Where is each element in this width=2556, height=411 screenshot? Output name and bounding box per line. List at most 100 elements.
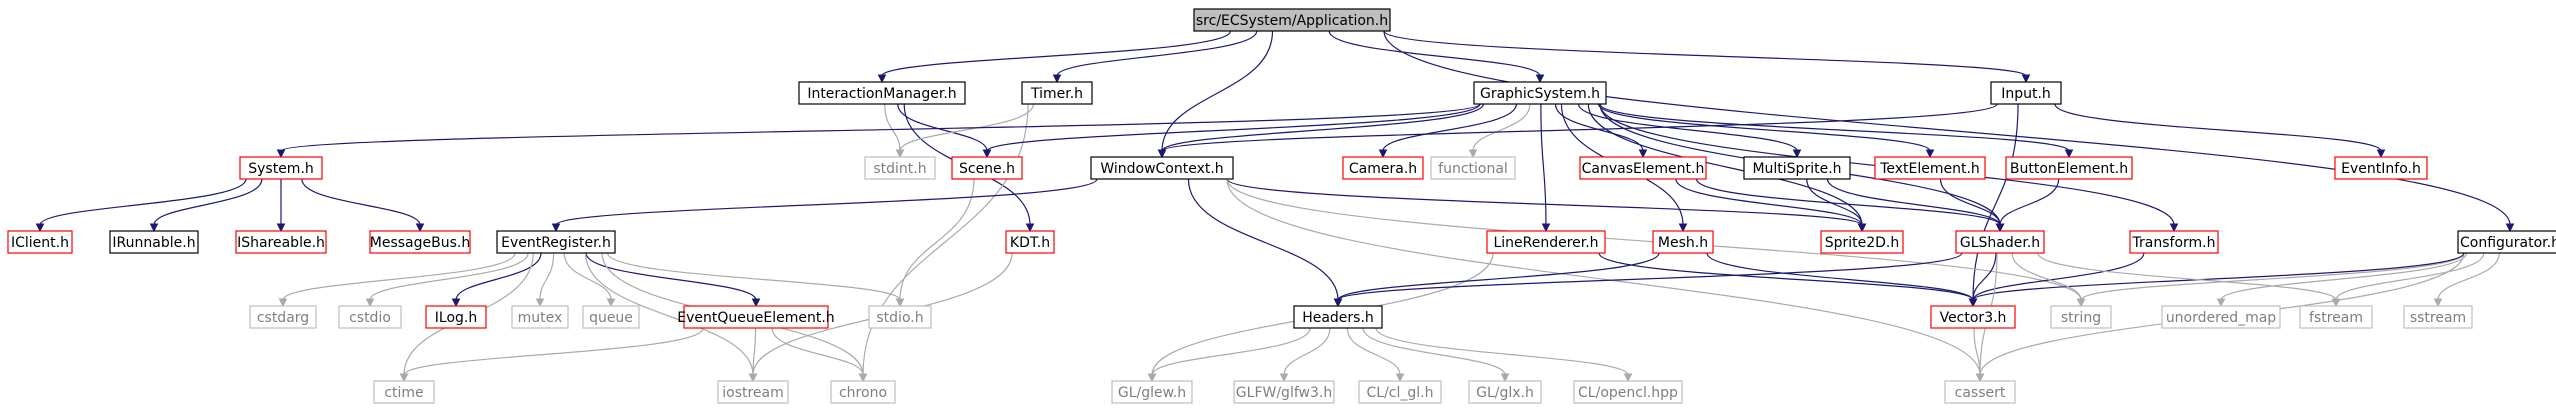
edge-line bbox=[1577, 103, 1798, 152]
node-label-opencl: CL/opencl.hpp bbox=[1578, 385, 1678, 401]
node-iclient[interactable]: IClient.h bbox=[7, 230, 73, 254]
edge-configurator-to-sstream bbox=[2433, 252, 2500, 308]
node-eventregister[interactable]: EventRegister.h bbox=[496, 230, 616, 254]
node-label-queue: queue bbox=[589, 310, 633, 326]
edge-arrowhead bbox=[551, 223, 561, 233]
edge-line bbox=[1226, 178, 1981, 376]
edge-app-to-interaction bbox=[877, 30, 1232, 84]
edge-graphic-to-textelement bbox=[1597, 103, 1935, 159]
edge-line bbox=[2037, 252, 2337, 301]
edge-line bbox=[1972, 252, 1997, 301]
node-box-scene bbox=[951, 156, 1023, 180]
node-textelement[interactable]: TextElement.h bbox=[1874, 156, 1986, 180]
node-eventinfo[interactable]: EventInfo.h bbox=[2334, 156, 2428, 180]
node-label-configurator: Configurator.h bbox=[2460, 235, 2556, 251]
node-label-graphic: GraphicSystem.h bbox=[1480, 86, 1600, 102]
edge-line bbox=[2080, 252, 2465, 301]
node-messagebus[interactable]: MessageBus.h bbox=[369, 230, 471, 254]
node-label-multisprite: MultiSprite.h bbox=[1752, 161, 1841, 177]
node-kdt[interactable]: KDT.h bbox=[1005, 230, 1055, 254]
node-box-camera bbox=[1342, 156, 1424, 180]
node-headers[interactable]: Headers.h bbox=[1293, 305, 1383, 329]
node-label-kdt: KDT.h bbox=[1010, 235, 1050, 251]
node-transform[interactable]: Transform.h bbox=[2129, 230, 2219, 254]
edge-line bbox=[881, 30, 1232, 77]
node-box-iclient bbox=[7, 230, 73, 254]
edge-arrowhead bbox=[1541, 223, 1551, 233]
node-ilog[interactable]: ILog.h bbox=[425, 305, 487, 329]
node-vector3[interactable]: Vector3.h bbox=[1930, 305, 2016, 329]
node-label-fstream: fstream bbox=[2309, 310, 2363, 326]
edge-line bbox=[1675, 178, 1863, 226]
node-configurator[interactable]: Configurator.h bbox=[2457, 230, 2556, 254]
node-box-input bbox=[1990, 81, 2062, 105]
node-buttonelement[interactable]: ButtonElement.h bbox=[2005, 156, 2133, 180]
edge-arrowhead bbox=[1468, 149, 1478, 159]
edge-app-to-timer bbox=[1052, 30, 1258, 84]
node-multisprite[interactable]: MultiSprite.h bbox=[1743, 156, 1851, 180]
edge-arrowhead bbox=[877, 74, 887, 84]
edge-arrowhead bbox=[1395, 373, 1405, 383]
node-system[interactable]: System.h bbox=[239, 156, 323, 180]
node-glshader[interactable]: GLShader.h bbox=[1955, 230, 2045, 254]
node-box-mesh bbox=[1652, 230, 1714, 254]
node-input[interactable]: Input.h bbox=[1990, 81, 2062, 105]
node-string: string bbox=[2050, 305, 2112, 329]
node-label-cassert: cassert bbox=[1955, 385, 2006, 401]
node-box-cstdio bbox=[338, 305, 402, 329]
node-timer[interactable]: Timer.h bbox=[1021, 81, 1093, 105]
edge-arrowhead bbox=[1995, 223, 2005, 233]
node-label-transform: Transform.h bbox=[2132, 235, 2216, 251]
node-window[interactable]: WindowContext.h bbox=[1090, 156, 1234, 180]
node-scene[interactable]: Scene.h bbox=[951, 156, 1023, 180]
node-box-sstream bbox=[2403, 305, 2473, 329]
edge-graphic-to-system bbox=[276, 103, 1481, 159]
node-label-input: Input.h bbox=[2001, 86, 2051, 102]
node-box-cassert bbox=[1944, 380, 2016, 404]
edge-line bbox=[1187, 178, 1339, 301]
node-label-app: src/ECSystem/Application.h bbox=[1196, 13, 1388, 29]
node-box-fstream bbox=[2299, 305, 2373, 329]
edge-system-to-irunnable bbox=[149, 178, 263, 233]
edge-glshader-to-vector3 bbox=[1968, 252, 1997, 308]
node-canvas[interactable]: CanvasElement.h bbox=[1579, 156, 1707, 180]
node-graphic[interactable]: GraphicSystem.h bbox=[1473, 81, 1607, 105]
edge-timer-to-stdint bbox=[895, 103, 1035, 159]
node-app[interactable]: src/ECSystem/Application.h bbox=[1193, 8, 1391, 32]
node-box-eventqueue bbox=[683, 305, 829, 329]
node-label-interaction: InteractionManager.h bbox=[807, 86, 956, 102]
node-label-mesh: Mesh.h bbox=[1658, 235, 1708, 251]
node-box-glx bbox=[1468, 380, 1542, 404]
edge-headers-to-glew bbox=[1147, 327, 1311, 383]
edge-app-to-configurator bbox=[1383, 30, 2515, 233]
edge-buttonelement-to-glshader bbox=[1995, 178, 2060, 233]
node-mesh[interactable]: Mesh.h bbox=[1652, 230, 1714, 254]
edge-line bbox=[1972, 252, 2465, 301]
node-label-linerenderer: LineRenderer.h bbox=[1493, 235, 1598, 251]
edge-input-to-window bbox=[1157, 103, 1998, 159]
edge-line bbox=[455, 252, 542, 301]
node-box-glfw bbox=[1233, 380, 1335, 404]
node-ishareable[interactable]: IShareable.h bbox=[235, 230, 327, 254]
edge-arrowhead bbox=[751, 298, 761, 308]
node-camera[interactable]: Camera.h bbox=[1342, 156, 1424, 180]
node-eventqueue[interactable]: EventQueueElement.h bbox=[677, 305, 835, 329]
node-sprite2d[interactable]: Sprite2D.h bbox=[1820, 230, 1904, 254]
edge-arrowhead bbox=[1157, 149, 1167, 159]
edge-arrowhead bbox=[1147, 373, 1157, 383]
edge-line bbox=[1999, 178, 2060, 226]
edge-arrowhead bbox=[276, 223, 286, 233]
edge-vector3-to-cassert bbox=[1973, 327, 1985, 383]
node-linerenderer[interactable]: LineRenderer.h bbox=[1486, 230, 1606, 254]
node-box-sprite2d bbox=[1820, 230, 1904, 254]
edge-line bbox=[1375, 327, 1629, 376]
edge-arrowhead bbox=[535, 298, 545, 308]
node-glfw: GLFW/glfw3.h bbox=[1233, 380, 1335, 404]
edge-line bbox=[607, 252, 901, 301]
node-label-system: System.h bbox=[248, 161, 314, 177]
node-box-ishareable bbox=[235, 230, 327, 254]
node-irunnable[interactable]: IRunnable.h bbox=[109, 230, 199, 254]
node-box-configurator bbox=[2457, 230, 2556, 254]
node-interaction[interactable]: InteractionManager.h bbox=[798, 81, 966, 105]
edge-line bbox=[1540, 103, 1547, 226]
